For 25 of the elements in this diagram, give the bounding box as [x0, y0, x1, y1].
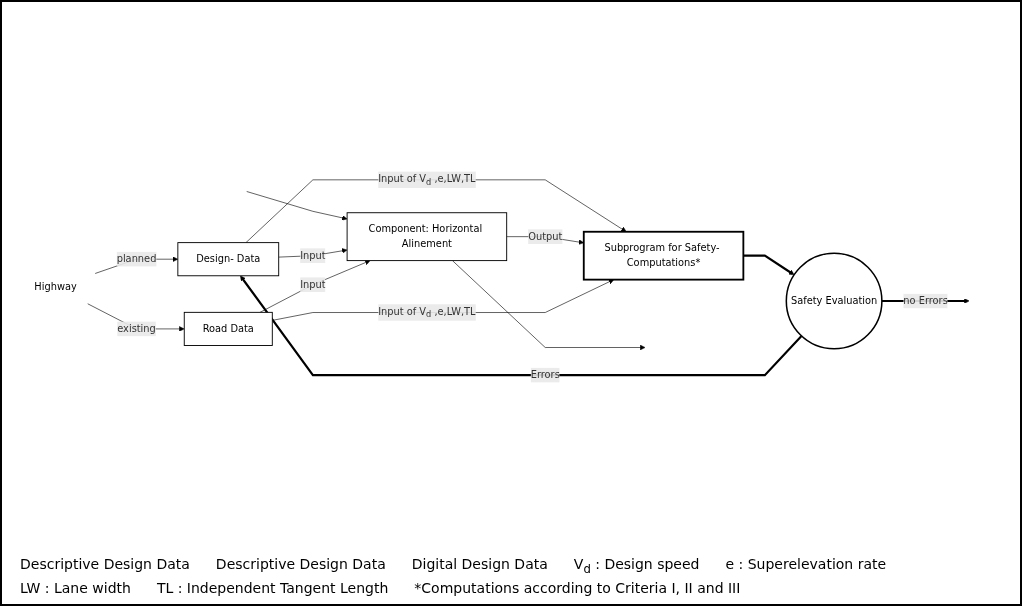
- note-text: TL : Independent Tangent Length: [156, 580, 389, 596]
- note-text: LW : Lane width: [20, 580, 131, 596]
- edge-label: Output: [528, 230, 563, 243]
- note-text: Digital Design Data: [411, 556, 548, 575]
- edge-label: Input: [300, 278, 326, 291]
- edge-label: Input of V$_{d}$ ,e,LW,TL: [378, 305, 476, 320]
- node-circle: Safety Evaluation: [785, 252, 883, 350]
- arrow: [743, 254, 795, 276]
- node-box: Road Data: [183, 312, 273, 347]
- node-text: Highway: [34, 281, 77, 293]
- note-text: *Computations according to Criteria I, II and III: [414, 580, 741, 596]
- note-text: Descriptive Design Data: [20, 556, 190, 575]
- arrow: [240, 275, 803, 377]
- note-text: e : Superelevation rate: [725, 556, 887, 575]
- note-text: Descriptive Design Data: [215, 556, 386, 575]
- node-box: Subprogram for Safety- Computations*: [582, 230, 745, 281]
- note-text: V$_{d}$ : Design speed: [573, 556, 700, 576]
- edge-label: Input: [300, 249, 326, 262]
- edge-label: no Errors: [903, 294, 948, 307]
- edge-label: existing: [117, 322, 156, 335]
- edge-label: planned: [116, 253, 157, 265]
- node-box: Design- Data: [177, 242, 280, 277]
- edge-label: Errors: [530, 369, 560, 381]
- edge-label: Input of V$_{d}$ ,e,LW,TL: [378, 172, 476, 187]
- node-box: Component: Horizontal Alinement: [346, 212, 508, 262]
